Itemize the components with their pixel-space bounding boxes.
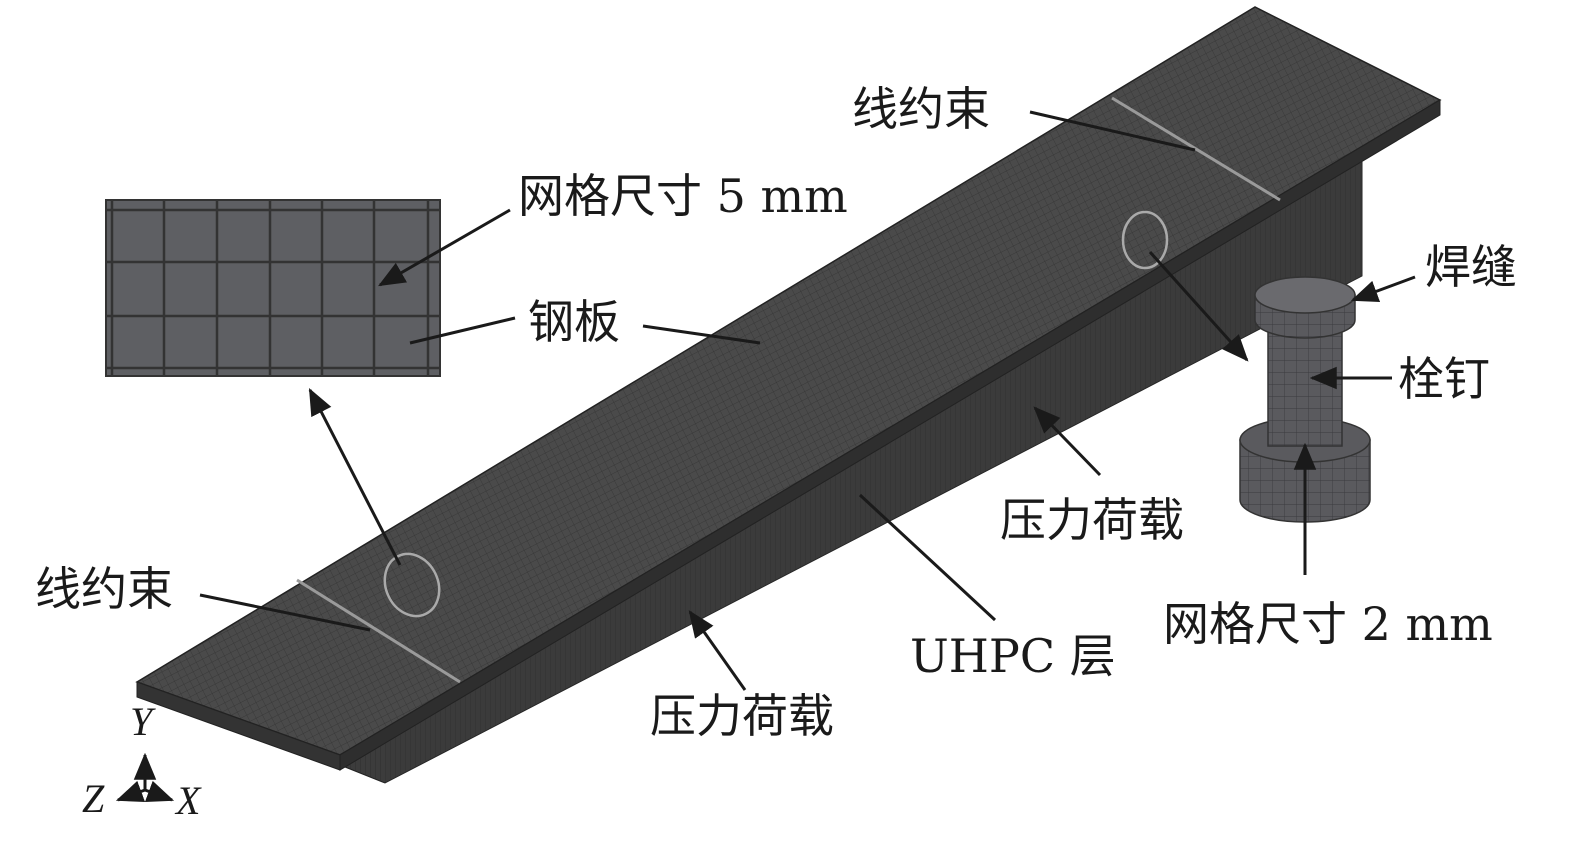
label-line-constraint-left: 线约束 <box>35 562 173 616</box>
mesh-highlight-circle <box>383 552 441 618</box>
label-pressure-load-right: 压力荷载 <box>1000 493 1184 547</box>
stud-highlight-circle <box>1121 210 1169 270</box>
axis-triad <box>115 752 175 802</box>
line-constraint-left-marker <box>296 578 461 684</box>
label-uhpc-layer: UHPC 层 <box>910 629 1116 683</box>
label-weld: 焊缝 <box>1425 240 1517 294</box>
mesh-zoom-inset <box>105 199 441 377</box>
label-stud: 栓钉 <box>1398 352 1490 406</box>
label-mesh-2mm: 网格尺寸 2 mm <box>1163 597 1493 651</box>
axis-y-label: Y <box>130 699 156 744</box>
steel-plate-body <box>135 6 1442 771</box>
line-constraint-top-marker <box>1111 96 1281 202</box>
label-steel-plate: 钢板 <box>528 295 620 349</box>
axis-x-label: X <box>174 778 202 823</box>
label-mesh-5mm: 网格尺寸 5 mm <box>518 169 848 223</box>
axis-z-label: Z <box>82 776 105 821</box>
label-pressure-load-bottom: 压力荷载 <box>650 689 834 743</box>
label-line-constraint-top: 线约束 <box>852 82 990 136</box>
